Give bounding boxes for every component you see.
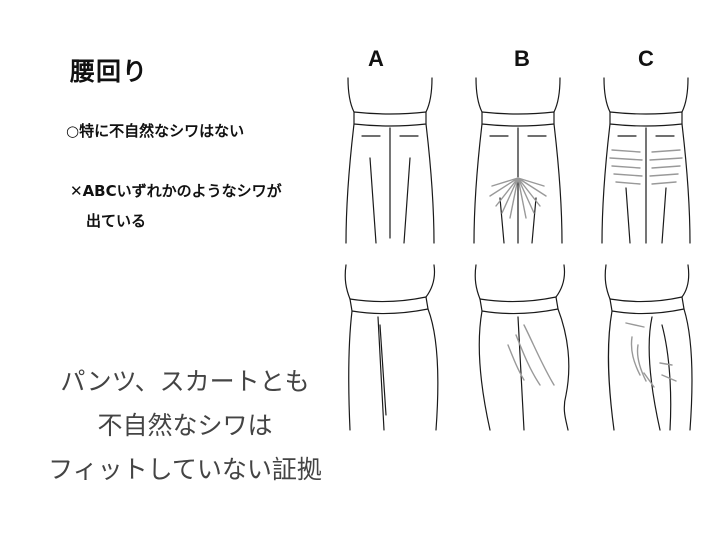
bad-criterion-line2: 出ている	[86, 212, 147, 230]
summary-message: パンツ、スカートとも 不自然なシワは フィットしていない証拠	[20, 360, 350, 492]
figure-a-side	[344, 264, 439, 431]
summary-line-3: フィットしていない証拠	[48, 455, 322, 484]
bad-criterion-line1: ✕ABCいずれかのようなシワが	[70, 182, 282, 200]
section-title: 腰回り	[70, 57, 149, 86]
figure-a-back	[345, 77, 435, 244]
label-b: B	[514, 46, 530, 71]
label-c: C	[638, 46, 654, 71]
label-a: A	[368, 46, 384, 71]
figure-c-back	[601, 77, 691, 244]
bad-criterion: ✕ABCいずれかのようなシワが 出ている	[70, 176, 340, 236]
good-criterion: ○特に不自然なシワはない	[66, 122, 245, 140]
summary-line-1: パンツ、スカートとも	[60, 367, 310, 396]
summary-line-2: 不自然なシワは	[97, 411, 273, 440]
figure-b-back	[473, 77, 563, 244]
figure-c-side	[604, 264, 693, 431]
figure-b-side	[474, 264, 570, 431]
